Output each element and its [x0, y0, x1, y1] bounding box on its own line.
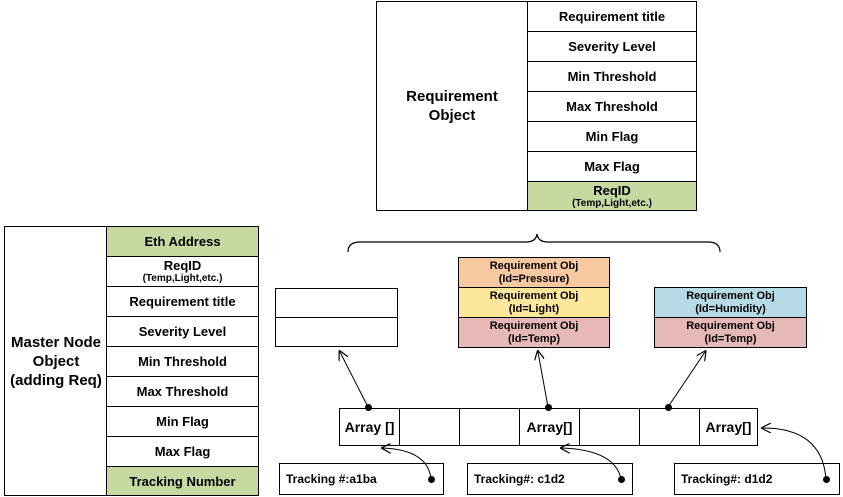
master-field-max-flag: Max Flag: [106, 436, 259, 467]
array-cell: [459, 408, 520, 446]
req-field-max-flag: Max Flag: [527, 151, 697, 182]
array-cell: [639, 408, 700, 446]
tracking-box-c1d2: Tracking#: c1d2: [467, 463, 633, 495]
req-field-severity: Severity Level: [527, 31, 697, 62]
empty-slot: [275, 288, 398, 318]
connector-dot: [545, 404, 552, 411]
req-field-reqid: ReqID (Temp,Light,etc.): [527, 181, 697, 211]
stack-item-temp: Requirement Obj(Id=Temp): [654, 317, 807, 348]
array-cell: Array[]: [519, 408, 580, 446]
master-field-reqid: ReqID (Temp,Light,etc.): [106, 256, 259, 287]
requirement-object-label: Requirement Object: [406, 88, 498, 124]
stack-item-humidity: Requirement Obj(Id=Humidity): [654, 287, 807, 318]
pointer-arrow: [538, 352, 549, 408]
array-cell: Array []: [339, 408, 400, 446]
array-cell: [399, 408, 460, 446]
master-field-severity: Severity Level: [106, 316, 259, 347]
tracking-box-d1d2: Tracking#: d1d2: [674, 463, 840, 495]
connector-dot: [823, 476, 830, 483]
array-cell: [579, 408, 640, 446]
tracking-box-a1ba: Tracking #:a1ba: [279, 463, 444, 495]
req-field-min-threshold: Min Threshold: [527, 61, 697, 92]
stack-item-light: Requirement Obj(Id=Light): [458, 287, 610, 318]
pointer-arrow: [667, 352, 705, 408]
connector-dot: [665, 404, 672, 411]
empty-slot: [275, 317, 398, 347]
connector-dot: [428, 476, 435, 483]
master-field-max-threshold: Max Threshold: [106, 376, 259, 407]
master-field-tracking-number: Tracking Number: [106, 466, 259, 496]
stack-item-temp: Requirement Obj(Id=Temp): [458, 317, 610, 348]
array-cell: Array[]: [699, 408, 758, 446]
master-field-min-threshold: Min Threshold: [106, 346, 259, 377]
master-node-label: Master Node Object (adding Req): [10, 333, 102, 389]
master-field-min-flag: Min Flag: [106, 406, 259, 437]
req-field-min-flag: Min Flag: [527, 121, 697, 152]
pointer-arrow: [340, 352, 369, 408]
master-field-eth-address: Eth Address: [106, 226, 259, 257]
stack-item-pressure: Requirement Obj(Id=Pressure): [458, 257, 610, 288]
req-field-max-threshold: Max Threshold: [527, 91, 697, 122]
connector-dot: [618, 476, 625, 483]
req-field-title: Requirement title: [527, 1, 697, 32]
curly-brace: [347, 233, 721, 253]
master-field-title: Requirement title: [106, 286, 259, 317]
connector-dot: [365, 404, 372, 411]
